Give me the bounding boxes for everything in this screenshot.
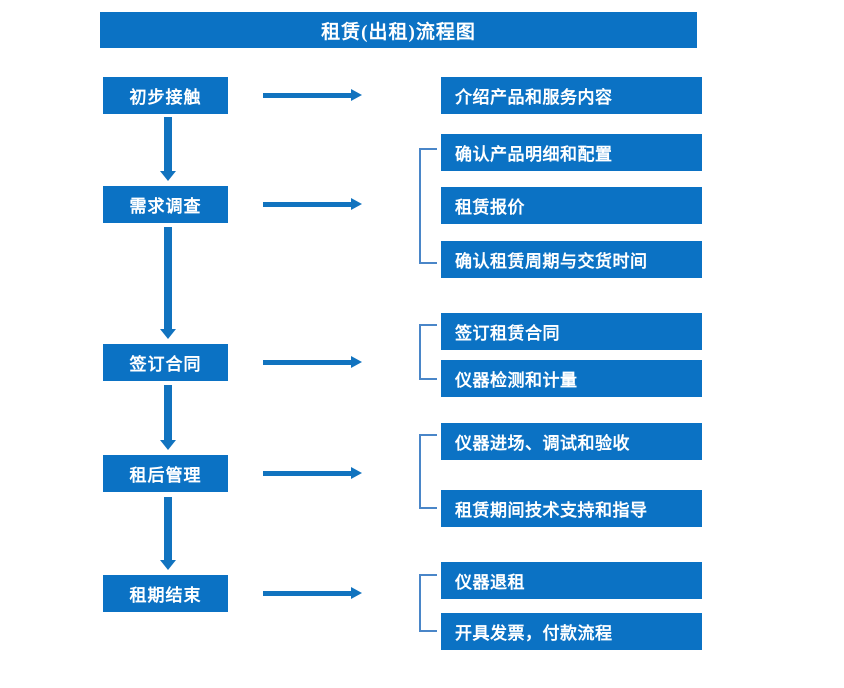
arrow-head-icon [351, 356, 362, 368]
arrow-shaft [263, 471, 351, 476]
detail-box-confirm-period-delivery[interactable]: 确认租赁周期与交货时间 [441, 241, 702, 278]
arrow-head-icon [160, 440, 176, 450]
arrow-shaft [164, 227, 172, 329]
arrow-shaft [164, 497, 172, 560]
arrow-head-icon [351, 89, 362, 101]
stage-box-initial-contact[interactable]: 初步接触 [103, 77, 228, 114]
detail-box-introduce-products[interactable]: 介绍产品和服务内容 [441, 77, 702, 114]
arrow-shaft [263, 202, 351, 207]
stage-box-post-rental-management[interactable]: 租后管理 [103, 455, 228, 492]
detail-box-instrument-inspection[interactable]: 仪器检测和计量 [441, 360, 702, 397]
arrow-head-icon [160, 560, 176, 570]
arrow-head-icon [351, 587, 362, 599]
arrow-shaft [263, 360, 351, 365]
arrow-shaft [164, 117, 172, 171]
detail-box-instrument-return[interactable]: 仪器退租 [441, 562, 702, 599]
detail-box-rental-quote[interactable]: 租赁报价 [441, 187, 702, 224]
stage-box-needs-survey[interactable]: 需求调查 [103, 186, 228, 223]
stage-box-sign-contract[interactable]: 签订合同 [103, 344, 228, 381]
diagram-title: 租赁(出租)流程图 [100, 12, 697, 48]
arrow-head-icon [351, 467, 362, 479]
group-bracket-post-rental [419, 434, 437, 509]
horizontal-arrow-4 [263, 467, 362, 479]
arrow-head-icon [351, 198, 362, 210]
arrow-shaft [263, 591, 351, 596]
detail-box-instrument-onsite-commissioning[interactable]: 仪器进场、调试和验收 [441, 423, 702, 460]
horizontal-arrow-2 [263, 198, 362, 210]
arrow-head-icon [160, 171, 176, 181]
group-bracket-sign-contract [419, 324, 437, 380]
horizontal-arrow-1 [263, 89, 362, 101]
vertical-arrow-2 [160, 227, 176, 339]
arrow-head-icon [160, 329, 176, 339]
horizontal-arrow-3 [263, 356, 362, 368]
detail-box-technical-support[interactable]: 租赁期间技术支持和指导 [441, 490, 702, 527]
arrow-shaft [164, 385, 172, 440]
group-bracket-needs-survey [419, 148, 437, 264]
vertical-arrow-4 [160, 497, 176, 570]
vertical-arrow-3 [160, 385, 176, 450]
group-bracket-lease-end [419, 574, 437, 632]
arrow-shaft [263, 93, 351, 98]
detail-box-sign-rental-contract[interactable]: 签订租赁合同 [441, 313, 702, 350]
detail-box-confirm-product-spec[interactable]: 确认产品明细和配置 [441, 134, 702, 171]
detail-box-invoice-payment[interactable]: 开具发票，付款流程 [441, 613, 702, 650]
stage-box-lease-end[interactable]: 租期结束 [103, 575, 228, 612]
horizontal-arrow-5 [263, 587, 362, 599]
vertical-arrow-1 [160, 117, 176, 181]
